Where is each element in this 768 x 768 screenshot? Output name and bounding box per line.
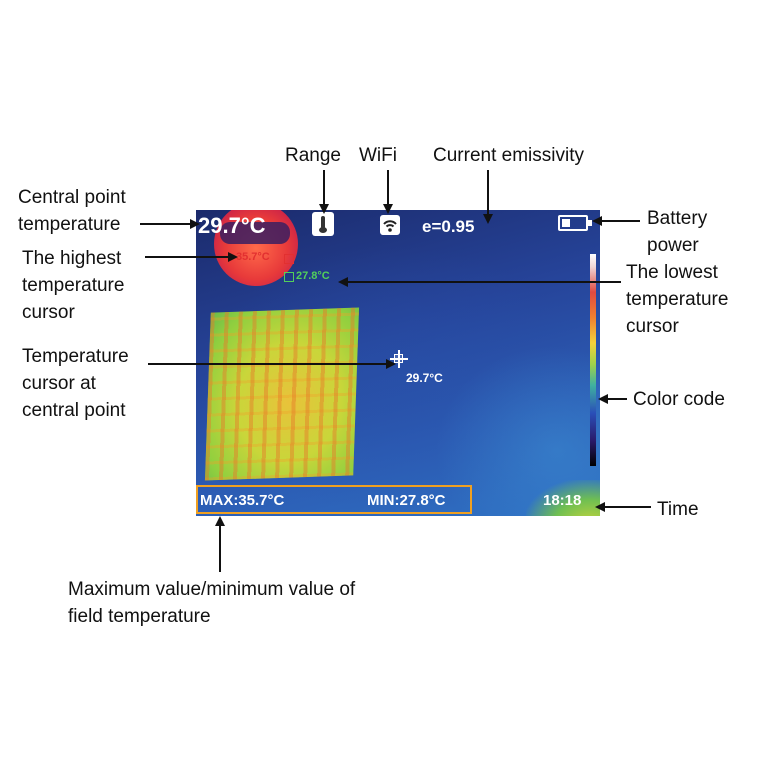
range-label: Range xyxy=(285,145,341,166)
highest-temperature-cursor-value: 35.7°C xyxy=(236,251,270,263)
thermometer-icon xyxy=(312,212,334,236)
wifi-label: WiFi xyxy=(359,145,397,166)
color-code-label: Color code xyxy=(633,389,725,410)
wifi-icon xyxy=(380,215,400,235)
lowest-cursor-label: The lowest temperature cursor xyxy=(626,262,729,337)
thermal-image-screen: 29.7°C e=0.95 35.7°C 27.8°C 29.7°C MAX:3… xyxy=(196,210,600,516)
central-point-temperature-label: Central point temperature xyxy=(18,187,126,235)
center-cursor-value: 29.7°C xyxy=(406,371,443,385)
head-cool-band xyxy=(220,222,290,244)
max-min-label: Maximum value/minimum value of field tem… xyxy=(68,579,356,627)
min-temperature-readout: MIN:27.8°C xyxy=(367,492,446,509)
highest-cursor-label: The highest temperature cursor xyxy=(22,248,125,323)
color-code-bar xyxy=(590,254,596,466)
lowest-temperature-cursor-value: 27.8°C xyxy=(296,270,330,282)
highest-temperature-cursor-icon xyxy=(284,254,294,264)
battery-power-label: Battery power xyxy=(647,208,708,256)
time-label: Time xyxy=(657,499,699,520)
warm-corner-region xyxy=(526,480,600,516)
max-min-highlight-box xyxy=(196,485,472,514)
center-crosshair-icon xyxy=(390,350,408,368)
emissivity-readout: e=0.95 xyxy=(422,217,475,236)
center-cursor-label: Temperature cursor at central point xyxy=(22,346,129,421)
hot-panel-region xyxy=(204,307,360,481)
max-temperature-readout: MAX:35.7°C xyxy=(200,492,285,509)
lowest-temperature-cursor-icon xyxy=(284,272,294,282)
emissivity-label: Current emissivity xyxy=(433,145,584,166)
time-readout: 18:18 xyxy=(543,492,582,509)
center-temperature-readout: 29.7°C xyxy=(198,213,266,238)
battery-icon xyxy=(558,215,592,231)
